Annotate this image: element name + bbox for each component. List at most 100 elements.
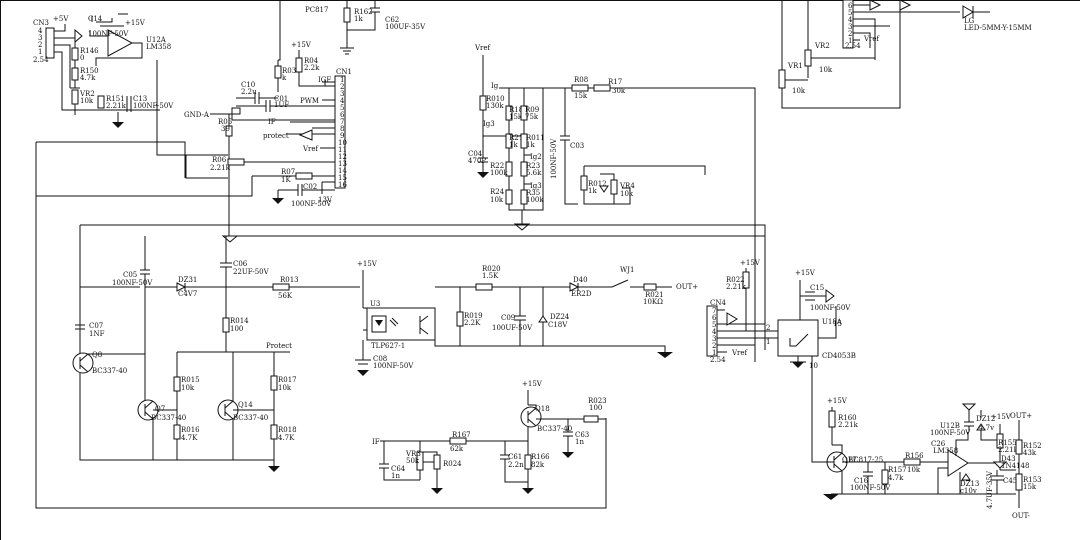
- svg-text:6: 6: [712, 314, 717, 322]
- c03-label: C03: [570, 142, 584, 150]
- cn1-connector: [334, 75, 346, 189]
- q7-label: Q7: [155, 405, 165, 413]
- r160-label: R160: [838, 414, 857, 422]
- zener-dz24: [538, 315, 548, 323]
- vr1-pot: [778, 69, 786, 89]
- c63-label: C63: [575, 431, 589, 439]
- r020-value: 1.5K: [482, 272, 499, 280]
- r010-value: 130k: [486, 102, 504, 110]
- signal-arrow: [726, 312, 738, 326]
- r015-value: 10k: [181, 384, 195, 392]
- gnd-a-node: [231, 107, 241, 115]
- r03: [274, 65, 282, 79]
- r167-value: 62k: [450, 445, 464, 453]
- diode-d40: [569, 282, 580, 292]
- r152-value: 43k: [1023, 449, 1037, 457]
- r021-value: 10KΩ: [643, 298, 663, 306]
- r22-value: 100k: [490, 169, 508, 177]
- r016-label: R016: [181, 426, 200, 434]
- q8-transistor: [72, 352, 94, 374]
- svg-text:3: 3: [848, 23, 852, 31]
- c08-value: 100NF-50V: [373, 362, 414, 370]
- q8-label: Q8: [92, 351, 102, 359]
- d43-value: 1N4148: [1001, 462, 1029, 470]
- ground-symbol: [477, 172, 489, 178]
- u3-optocoupler: [366, 307, 436, 341]
- c61-label: C61: [508, 453, 522, 461]
- r017: [270, 375, 278, 391]
- dz13-label: DZ13: [960, 480, 979, 488]
- q17-value: BC817-25: [848, 456, 883, 464]
- u3-label: U3: [370, 300, 380, 308]
- ground-symbol: [562, 452, 574, 458]
- r021-label: R021: [645, 291, 664, 299]
- c01-value: 1UF: [274, 101, 289, 109]
- r150-label: R150: [80, 67, 99, 75]
- r019-value: 2.2K: [464, 319, 481, 327]
- r160: [828, 410, 836, 428]
- c10-value: 2.2u: [241, 88, 257, 96]
- r18-value: 15k: [509, 113, 523, 121]
- ground-symbol: [825, 289, 835, 303]
- svg-text:5: 5: [712, 321, 716, 329]
- q14-value: BC337-40: [233, 414, 268, 422]
- c09-label: C09: [501, 314, 515, 322]
- r06-value: 2.21k: [210, 164, 231, 172]
- vref-net-label: Vref: [731, 349, 749, 357]
- r23-value: 5.6k: [526, 169, 542, 177]
- svg-text:11: 11: [338, 146, 347, 154]
- pin-1: 1: [38, 48, 42, 56]
- vr4-value: 10k: [620, 190, 634, 198]
- c62-label: C62: [385, 16, 399, 24]
- supply-label: +15V: [795, 269, 816, 277]
- r160-value: 2.21k: [838, 421, 859, 429]
- r011-label: R011: [526, 134, 545, 142]
- r023-value: 100: [589, 404, 602, 412]
- diode-symbol: [599, 185, 609, 193]
- r157-value: 4.7k: [888, 474, 904, 482]
- c04-value: 470P: [468, 157, 486, 165]
- vr3-label: VR3: [405, 450, 421, 458]
- cn4-label: CN4: [710, 299, 726, 307]
- r014-label: R014: [230, 317, 249, 325]
- c45-label: C45: [1003, 477, 1017, 485]
- r016-value: 4.7K: [181, 434, 198, 442]
- dz24-value: C18V: [548, 321, 568, 329]
- r24-value: 10k: [490, 196, 504, 204]
- r024-label: R024: [443, 460, 462, 468]
- svg-text:8: 8: [340, 125, 344, 133]
- c13-value: 100NF-50V: [133, 102, 174, 110]
- r152: [1015, 439, 1023, 455]
- svg-text:2: 2: [766, 324, 770, 332]
- cn1-label: CN1: [336, 68, 352, 76]
- d43-label: D43: [1001, 455, 1016, 463]
- u18a-part: CD4053B: [822, 352, 856, 360]
- u18a-mux: [777, 319, 819, 357]
- q18-transistor: [520, 406, 542, 428]
- vr2-pot: [71, 89, 79, 105]
- r022-value: 2.21k: [726, 283, 747, 291]
- r09-value: 75k: [525, 113, 539, 121]
- u12a-label: U12A: [146, 36, 167, 44]
- u12a-opamp: [107, 29, 134, 57]
- svg-text:2: 2: [712, 342, 716, 350]
- u12b-label: U12B: [940, 422, 960, 430]
- r153-label: R153: [1023, 476, 1042, 484]
- c14-value: 100NF-50V: [88, 30, 129, 38]
- q14-label: Q14: [238, 401, 253, 409]
- vref-net-label: Vref: [302, 145, 320, 153]
- r04-value: 2.2k: [304, 64, 320, 72]
- r22-label: R22: [490, 162, 504, 170]
- r015-label: R015: [181, 376, 200, 384]
- r017-label: R017: [278, 376, 297, 384]
- c05-label: C05: [123, 271, 137, 279]
- r162-label: R162: [354, 8, 373, 16]
- supply-label: +15V: [291, 41, 312, 49]
- r167-label: R167: [452, 431, 471, 439]
- u18a-label: U18A: [822, 318, 843, 326]
- supply-15v-label: +15V: [125, 19, 146, 27]
- r17-value: 30k: [612, 87, 626, 95]
- ig2-net-label: Ig2: [530, 153, 542, 161]
- vr2-label: VR2: [79, 90, 95, 98]
- r04: [295, 57, 303, 73]
